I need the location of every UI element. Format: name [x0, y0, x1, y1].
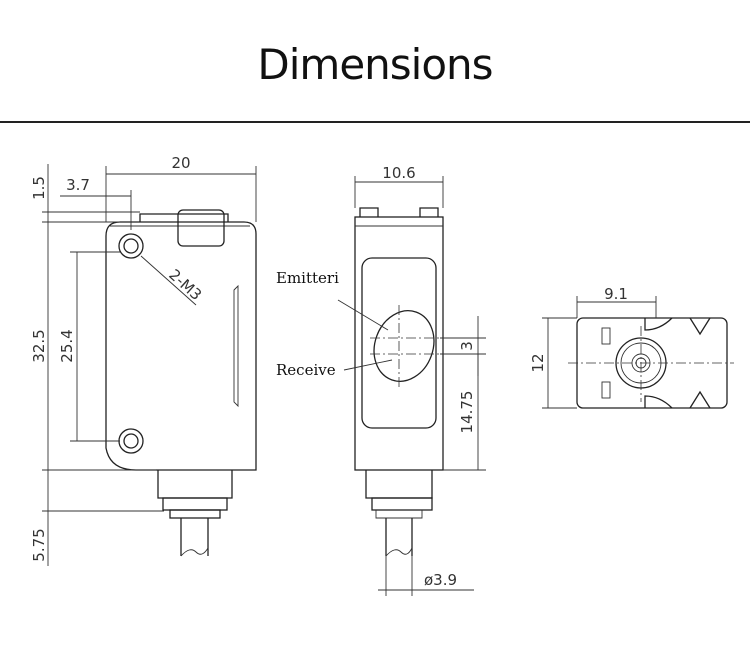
front-view: 20 3.7 1.5 32.5 5.75 25.4 2-M3	[30, 154, 257, 566]
side-view: 10.6 3 14.75 ø3.9 Emitteri Receive	[276, 164, 486, 596]
dim-top-offset: 1.5	[30, 176, 48, 200]
dim-hole-offset: 3.7	[66, 176, 90, 194]
page-title: Dimensions	[257, 40, 493, 89]
title-divider	[0, 121, 750, 123]
dim-lens-height: 14.75	[458, 391, 476, 434]
dim-bottom-offset: 5.75	[30, 528, 48, 561]
dim-top-width: 9.1	[604, 285, 628, 303]
hole-label: 2-M3	[165, 266, 205, 304]
dim-cable-diameter: ø3.9	[424, 571, 457, 589]
dim-side-width: 10.6	[382, 164, 415, 182]
top-view: 9.1 12	[529, 285, 734, 409]
receiver-label: Receive	[276, 361, 336, 379]
dim-height: 32.5	[30, 329, 48, 362]
dim-lens-gap: 3	[458, 341, 476, 351]
emitter-label: Emitteri	[276, 269, 339, 287]
dim-width: 20	[171, 154, 190, 172]
dim-hole-pitch: 25.4	[58, 329, 76, 362]
dim-top-height: 12	[529, 353, 547, 372]
